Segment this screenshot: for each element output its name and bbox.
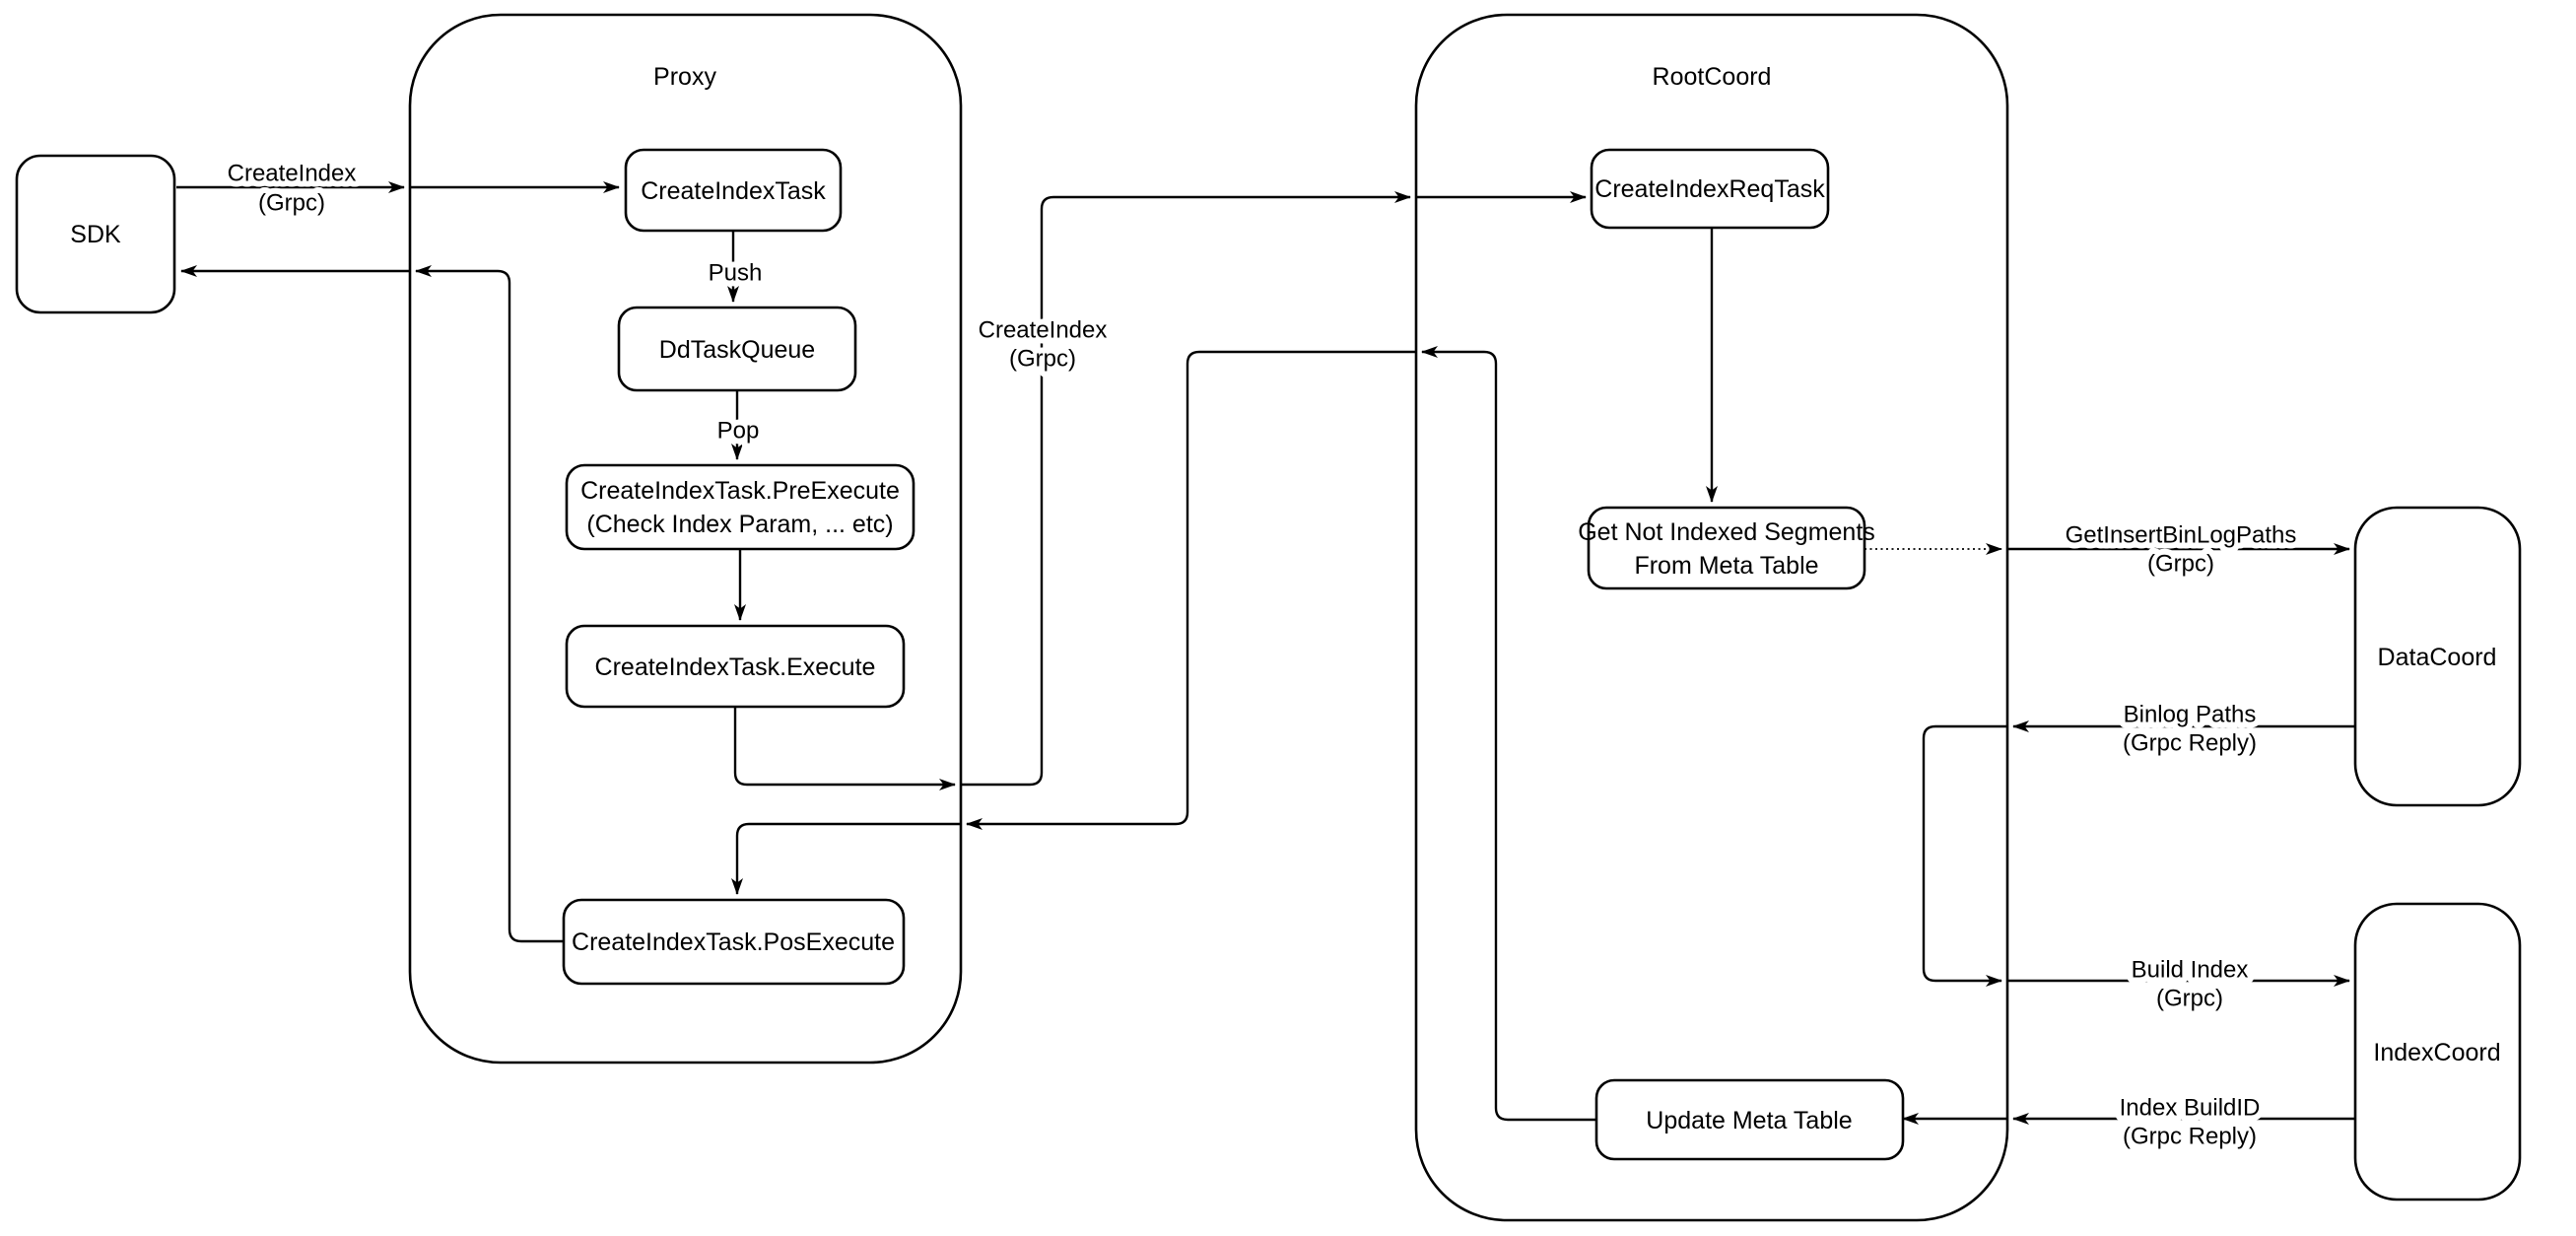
label-buildindex-2: (Grpc) — [2156, 986, 2223, 1012]
label-buildindex-1: Build Index — [2132, 957, 2249, 984]
label-proxy-createindex-2: (Grpc) — [1009, 346, 1076, 373]
node-create-index-task — [624, 148, 843, 233]
node-get-not-indexed-label-1: Get Not Indexed Segments — [1578, 518, 1875, 546]
label-getinsertbinlogpaths-1: GetInsertBinLogPaths — [2066, 522, 2297, 549]
edge-execute-exit — [733, 707, 956, 790]
node-pre-execute-label-1: CreateIndexTask.PreExecute — [580, 477, 900, 505]
edge-reply-to-buildindex-bracket — [1922, 724, 2007, 987]
label-push: Push — [709, 260, 763, 287]
node-create-index-req-task-label: CreateIndexReqTask — [1594, 175, 1825, 203]
node-pre-execute-label-2: (Check Index Param, ... etc) — [586, 511, 893, 538]
node-indexcoord-label: IndexCoord — [2373, 1039, 2500, 1066]
node-execute-label: CreateIndexTask.Execute — [595, 653, 876, 681]
label-proxy-createindex-1: CreateIndex — [979, 317, 1108, 344]
node-get-not-indexed — [1587, 506, 1866, 590]
rootcoord-container — [1414, 13, 2009, 1222]
rootcoord-title: RootCoord — [1653, 63, 1772, 91]
edge-to-posexecute — [731, 822, 961, 895]
node-pos-execute — [562, 898, 906, 986]
proxy-title: Proxy — [653, 63, 716, 91]
label-getinsertbinlogpaths-2: (Grpc) — [2147, 551, 2214, 578]
node-sdk — [15, 154, 176, 314]
label-binlogpaths-2: (Grpc Reply) — [2123, 730, 2257, 757]
edge-updatemeta-exit — [1421, 346, 1596, 1122]
node-dd-task-queue-label: DdTaskQueue — [659, 336, 815, 364]
label-indexbuildid-1: Index BuildID — [2120, 1095, 2261, 1122]
node-create-index-task-label: CreateIndexTask — [641, 177, 826, 205]
node-pre-execute — [565, 463, 915, 551]
node-update-meta-table — [1594, 1078, 1905, 1161]
edge-createindex-riser — [961, 191, 1411, 787]
node-create-index-req-task — [1590, 148, 1830, 230]
edge-posexecute-exit — [415, 265, 564, 943]
node-get-not-indexed-label-2: From Meta Table — [1634, 552, 1818, 580]
node-datacoord-label: DataCoord — [2378, 644, 2497, 671]
label-sdk-createindex-1: CreateIndex — [228, 161, 357, 187]
node-sdk-label: SDK — [70, 221, 121, 248]
edge-return-to-proxy — [966, 350, 1416, 830]
node-datacoord — [2353, 506, 2522, 807]
node-dd-task-queue — [617, 306, 857, 392]
label-sdk-createindex-2: (Grpc) — [258, 190, 325, 217]
label-indexbuildid-2: (Grpc Reply) — [2123, 1124, 2257, 1150]
label-binlogpaths-1: Binlog Paths — [2124, 702, 2257, 728]
node-indexcoord — [2353, 902, 2522, 1202]
node-execute — [565, 624, 906, 709]
label-pop: Pop — [717, 418, 760, 445]
node-pos-execute-label: CreateIndexTask.PosExecute — [572, 928, 895, 956]
node-update-meta-table-label: Update Meta Table — [1646, 1107, 1852, 1134]
